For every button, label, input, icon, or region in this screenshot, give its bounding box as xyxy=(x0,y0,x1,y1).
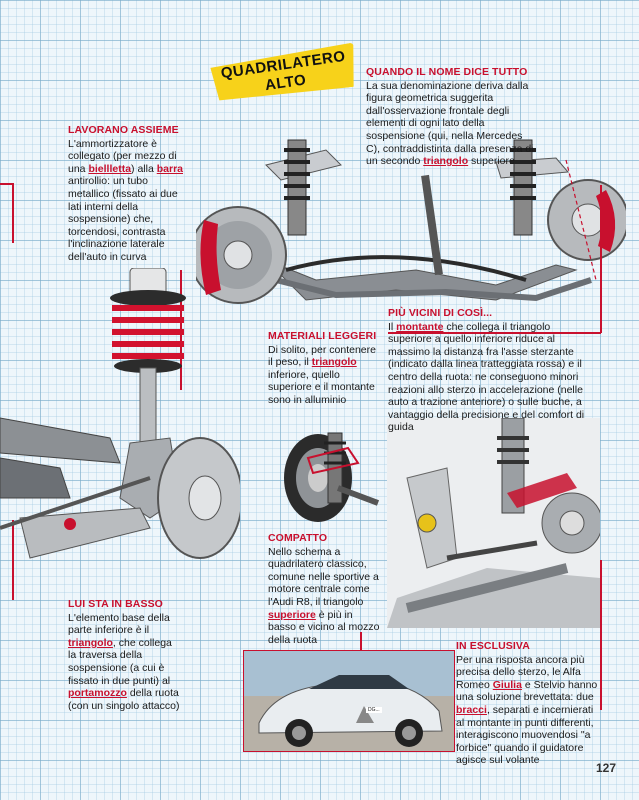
highlight-term: Giulia xyxy=(492,678,522,691)
box-lui-sta-in-basso: LUI STA IN BASSO L'elemento base della p… xyxy=(68,598,180,712)
leader-line xyxy=(0,183,12,185)
highlight-term: biellletta xyxy=(88,162,132,175)
highlight-term: bracci xyxy=(456,703,487,716)
leader-line xyxy=(600,560,602,710)
leader-line xyxy=(600,185,602,333)
leader-line xyxy=(12,183,14,243)
section-tag: QUADRILATERO ALTO xyxy=(209,34,366,114)
highlight-term: triangolo xyxy=(423,155,469,168)
box-materiali-leggeri: MATERIALI LEGGERI Di solito, per contene… xyxy=(268,330,380,407)
highlight-term: superiore xyxy=(268,608,316,621)
highlight-term: montante xyxy=(396,320,444,333)
photo-audi-r8-suspension xyxy=(284,432,380,522)
highlight-term: portamozzo xyxy=(68,687,127,700)
box-body: L'ammortizzatore è collegato (per mezzo … xyxy=(68,137,183,263)
box-lavorano-assieme: LAVORANO ASSIEME L'ammortizzatore è coll… xyxy=(68,124,186,264)
box-compatto: COMPATTO Nello schema a quadrilatero cla… xyxy=(268,532,380,646)
box-title: IN ESCLUSIVA xyxy=(456,640,530,652)
box-body: Nello schema a quadrilatero classico, co… xyxy=(268,545,380,646)
suspension-illustration-top xyxy=(196,139,626,304)
box-quando-il-nome: QUANDO IL NOME DICE TUTTO La sua denomin… xyxy=(366,66,536,168)
box-body: Di solito, per contenere il peso, il tri… xyxy=(268,343,376,406)
leader-line xyxy=(388,332,601,334)
license-plate: DG... xyxy=(366,707,382,713)
box-piu-vicini: PIÙ VICINI DI COSÌ... Il montante che co… xyxy=(388,307,596,434)
box-title: LUI STA IN BASSO xyxy=(68,598,163,610)
box-title: MATERIALI LEGGERI xyxy=(268,330,377,342)
box-title: PIÙ VICINI DI COSÌ... xyxy=(388,307,493,319)
highlight-term: triangolo xyxy=(311,356,357,369)
suspension-illustration-left xyxy=(0,268,240,559)
box-body: La sua denominazione deriva dalla figura… xyxy=(366,79,534,168)
photo-alfa-romeo-suspension xyxy=(387,418,600,628)
box-body: Per una risposta ancora più precisa dell… xyxy=(456,653,598,767)
box-title: QUANDO IL NOME DICE TUTTO xyxy=(366,66,528,78)
highlight-term: triangolo xyxy=(68,636,113,649)
box-in-esclusiva: IN ESCLUSIVA Per una risposta ancora più… xyxy=(456,640,598,767)
highlight-term: barra xyxy=(156,162,183,175)
box-title: COMPATTO xyxy=(268,532,328,544)
photo-alfa-romeo-giulia: DG... xyxy=(243,650,455,752)
box-body: Il montante che collega il triangolo sup… xyxy=(388,320,585,434)
box-body: L'elemento base della parte inferiore è … xyxy=(68,611,180,712)
page-number: 127 xyxy=(596,761,617,775)
leader-line xyxy=(12,520,14,600)
box-title: LAVORANO ASSIEME xyxy=(68,124,179,136)
